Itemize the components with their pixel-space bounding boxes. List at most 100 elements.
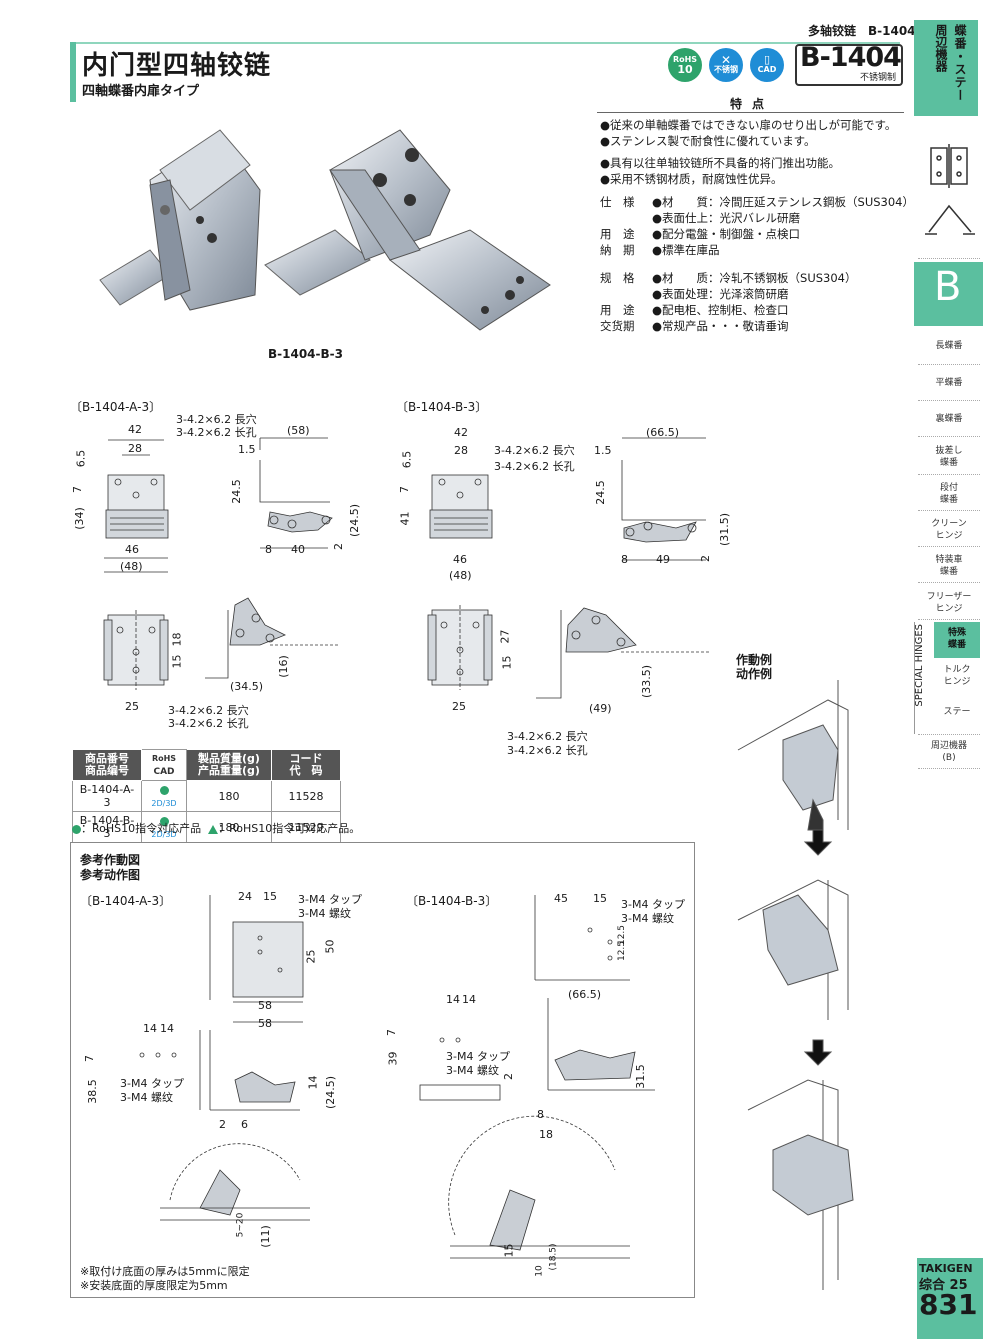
- sidebar-item-clean-hinge[interactable]: クリーン ヒンジ: [931, 519, 967, 541]
- ref-note-jp: ※取付け底面の厚みは5mmに限定: [80, 1265, 250, 1278]
- row1-rohs: 2D/3D: [141, 780, 187, 812]
- breadcrumb: 多轴铰链 B-1404: [808, 24, 916, 38]
- row1-order: 11528: [271, 780, 341, 812]
- page-title: 内门型四轴铰链: [82, 51, 272, 81]
- cad-badge-label: CAD: [757, 65, 777, 74]
- sidebar-letter-tab[interactable]: [914, 262, 983, 326]
- op-title-jp: 作動例: [736, 653, 773, 667]
- sidebar-item-freezer-hinge[interactable]: フリーザー ヒンジ: [926, 592, 972, 614]
- ref-a-dim-24: 24: [238, 890, 252, 903]
- a-dim-24-5-paren: (24.5): [348, 503, 362, 538]
- spec-cn-value-2: ●表面处理：光泽滚筒研磨: [652, 287, 789, 301]
- drawing-b-svg: [427, 437, 711, 699]
- ref-b-dim-14a: 14: [446, 993, 460, 1006]
- drawing-a-svg: [103, 437, 340, 690]
- sidebar-divider: [918, 364, 980, 365]
- ref-b-dim-66-5: (66.5): [568, 988, 602, 1001]
- sidebar-item-vehicle-hinge[interactable]: 特装車 蝶番: [935, 555, 963, 577]
- ref-b-dim-12-5b: 12.5: [617, 940, 628, 962]
- a-dim-40: 40: [291, 543, 305, 556]
- b-dim-7: 7: [398, 486, 411, 493]
- feature-jp-2: ●ステンレス製で耐食性に優れています。: [600, 134, 816, 148]
- b-dim-6-5: 6.5: [400, 450, 414, 469]
- a-dim-42: 42: [128, 423, 142, 436]
- b-dim-31-5: (31.5): [718, 512, 732, 547]
- ref-b-dim-8: 8: [537, 1108, 544, 1121]
- features-title: 特点: [730, 97, 775, 111]
- dot-icon: [72, 824, 81, 834]
- ref-a-tap2-jp: 3-M4 タップ: [120, 1077, 184, 1090]
- sidebar-divider: [918, 768, 980, 769]
- reference-box: [70, 842, 695, 1298]
- footer-page-tab: [917, 1258, 983, 1339]
- sidebar-item-peripherals[interactable]: 周辺機器 (B): [930, 741, 967, 763]
- ref-a-tap2-cn: 3-M4 螺纹: [120, 1091, 173, 1104]
- spec-jp-value-4: ●標準在庫品: [652, 243, 720, 257]
- ref-b-dim-7: 7: [385, 1029, 398, 1036]
- operation-illustration: [737, 680, 854, 1290]
- ref-a-title: 〔B-1404-A-3〕: [80, 894, 172, 908]
- cad-badge-icon[interactable]: ▯ CAD: [750, 48, 784, 82]
- sidebar-item-torque-hinge[interactable]: トルク ヒンジ: [943, 665, 971, 687]
- row1-code: B-1404-A-3: [72, 780, 142, 812]
- sidebar-divider: [918, 474, 980, 475]
- b-dim-28: 28: [454, 444, 468, 457]
- features-rule: [597, 112, 904, 113]
- sidebar-item-special-hinge[interactable]: 特殊 蝶番: [947, 628, 966, 650]
- ref-b-tap2-cn: 3-M4 螺纹: [446, 1064, 499, 1077]
- ref-a-dim-14b: 14: [160, 1022, 174, 1035]
- ref-a-dim-2: 2: [219, 1118, 226, 1131]
- ref-a-dim-14c: 14: [306, 1075, 320, 1090]
- a-dim-58: (58): [287, 424, 310, 437]
- spec-jp-value-3: ●配分電盤・制御盤・点検口: [652, 227, 801, 241]
- a-dim-46: 46: [125, 543, 139, 556]
- ref-a-dim-6: 6: [241, 1118, 248, 1131]
- sidebar-divider: [918, 258, 980, 259]
- rohs-badge-icon: RoHS 10: [668, 48, 702, 82]
- spec-cn-value-4: ●常规产品・・・敬请垂询: [652, 319, 789, 333]
- spec-cn-value-1: ●材 质：冷轧不锈钢板（SUS304）: [652, 271, 857, 285]
- ref-b-dim-45: 45: [554, 892, 568, 905]
- sidebar-item-long-hinge[interactable]: 長蝶番: [935, 341, 963, 351]
- b-dim-27: 27: [498, 629, 512, 644]
- ref-b-dim-2: 2: [502, 1073, 515, 1080]
- ref-b-dim-18: 18: [539, 1128, 553, 1141]
- sidebar-divider: [918, 546, 980, 547]
- row2-code: B-1404-B-3: [72, 811, 142, 843]
- b-dim-42: 42: [454, 426, 468, 439]
- ref-b-title: 〔B-1404-B-3〕: [406, 894, 498, 908]
- ref-title-jp: 参考作動図: [80, 853, 141, 867]
- drawing-b-title: 〔B-1404-B-3〕: [396, 400, 488, 414]
- drawing-a-slot-cn: 3-4.2×6.2 长孔: [176, 426, 257, 439]
- sidebar-item-special-active[interactable]: [934, 622, 980, 658]
- sidebar-divider: [918, 619, 980, 620]
- a-dim-48: (48): [120, 560, 143, 573]
- ref-a-dim-5-20: 5~20: [235, 1212, 246, 1238]
- sidebar-divider: [918, 582, 980, 583]
- th-order: コード代 码: [271, 749, 341, 781]
- title-accent-bar: [70, 42, 76, 102]
- sidebar-item-liftoff-hinge[interactable]: 抜差し 蝶番: [935, 446, 963, 468]
- ref-b-dim-31-5: 31.5: [633, 1064, 647, 1089]
- rohs-badge-bottom: 10: [677, 63, 693, 76]
- sidebar-item-step-hinge[interactable]: 段付 蝶番: [939, 483, 958, 505]
- a-dim-6-5: 6.5: [74, 449, 88, 468]
- sidebar-item-flat-hinge[interactable]: 平蝶番: [935, 378, 963, 388]
- sidebar-item-back-hinge[interactable]: 裏蝶番: [935, 414, 963, 424]
- th-weight: 製品質量(g)产品重量(g): [186, 749, 272, 781]
- a-dim-25: 25: [125, 700, 139, 713]
- b-dim-49-paren: (49): [589, 702, 612, 715]
- ref-b-tap-cn: 3-M4 螺纹: [621, 912, 674, 925]
- row2-weight: 180: [186, 811, 272, 843]
- sidebar-category-tab[interactable]: [914, 20, 978, 116]
- stainless-badge-label: 不锈钢: [714, 65, 738, 74]
- b-slot-cn: 3-4.2×6.2 长孔: [494, 460, 575, 473]
- a-dim-15: 15: [170, 654, 184, 669]
- sidebar-item-stay[interactable]: ステー: [943, 707, 971, 717]
- b-dim-49: 49: [656, 553, 670, 566]
- ref-a-dim-7: 7: [83, 1055, 96, 1062]
- spec-jp-label-4: 納 期: [600, 243, 635, 257]
- spec-cn-label-4: 交货期: [600, 319, 635, 333]
- photo-caption: B-1404-B-3: [268, 347, 343, 361]
